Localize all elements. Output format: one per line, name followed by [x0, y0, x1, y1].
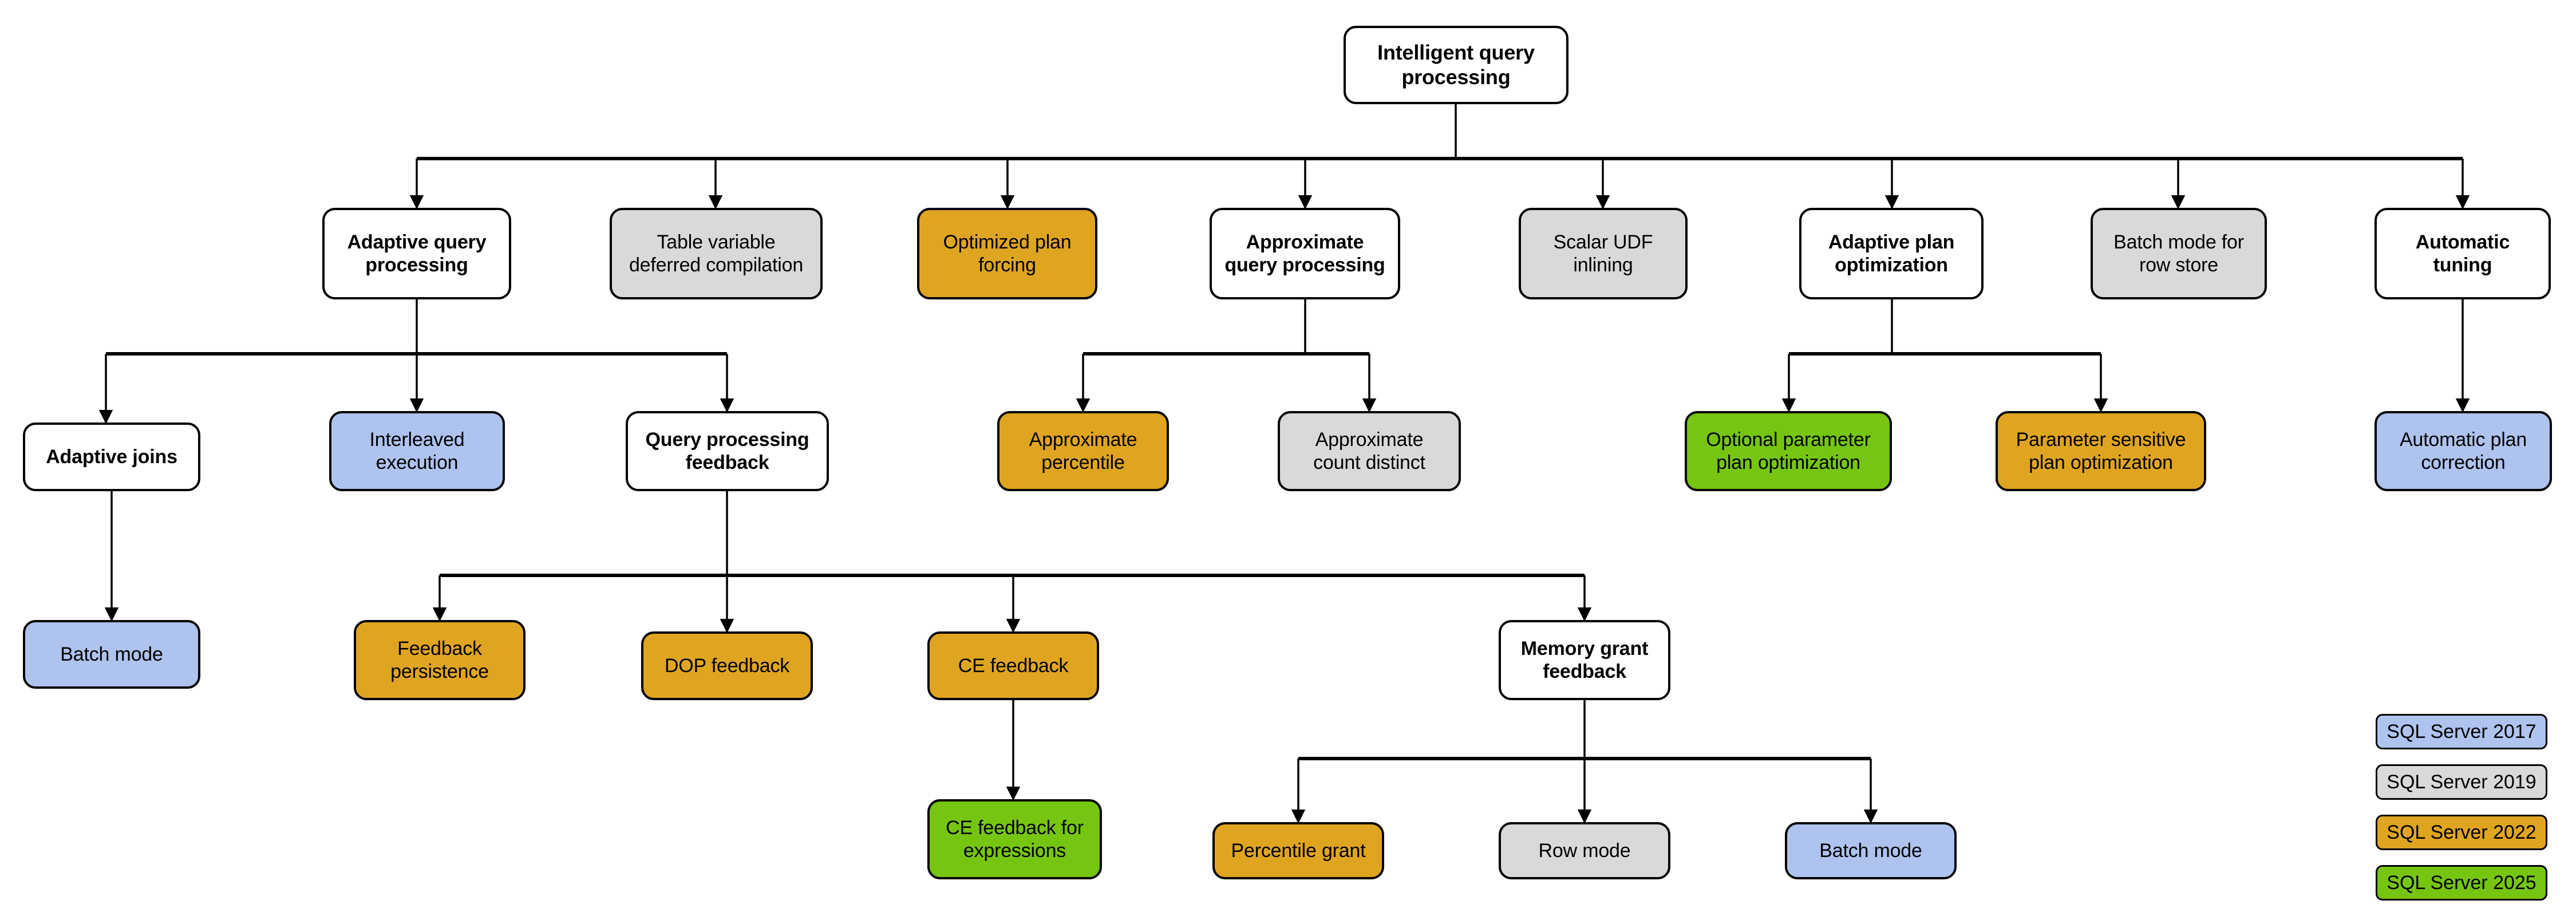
node-label-line1: Adaptive plan — [1828, 231, 1955, 253]
node-label: Adaptive joins — [46, 445, 177, 468]
node-label-line2: persistence — [390, 661, 489, 682]
node-label-line1: Parameter sensitive — [2016, 428, 2186, 451]
node-batch-mode-2[interactable]: Batch mode — [1785, 822, 1957, 879]
node-label: Percentile grant — [1231, 839, 1366, 862]
node-label-line1: Memory grant — [1520, 637, 1649, 660]
node-label: DOP feedback — [664, 654, 790, 677]
legend-label: SQL Server 2017 — [2387, 720, 2537, 743]
node-label-line2: processing — [365, 254, 468, 276]
node-label: Row mode — [1538, 839, 1631, 862]
node-label-line1: Scalar UDF — [1553, 231, 1653, 253]
node-label-line2: feedback — [685, 452, 769, 473]
node-label-line1: Automatic plan — [2399, 428, 2527, 451]
node-label: Batch mode — [60, 643, 163, 665]
legend-label: SQL Server 2025 — [2387, 871, 2537, 894]
node-label-line1: Approximate — [1246, 231, 1364, 253]
legend-sql-server-2017[interactable]: SQL Server 2017 — [2376, 714, 2547, 749]
node-label-line2: feedback — [1543, 661, 1626, 682]
node-label-line2: tuning — [2433, 254, 2492, 276]
node-label-line2: percentile — [1041, 452, 1125, 473]
node-label-line1: Optional parameter — [1706, 428, 1871, 451]
node-label-line2: plan optimization — [2029, 452, 2173, 473]
legend-sql-server-2025[interactable]: SQL Server 2025 — [2376, 865, 2547, 901]
node-label-line1: Optimized plan — [943, 231, 1072, 253]
node-label: CE feedback — [958, 654, 1069, 677]
node-label: Batch mode — [1819, 839, 1922, 862]
node-label-line2: row store — [2139, 254, 2218, 276]
node-batch-mode[interactable]: Batch mode — [23, 620, 200, 689]
node-dop-feedback[interactable]: DOP feedback — [641, 631, 813, 700]
node-label-line1: Table variable — [657, 231, 776, 253]
legend: SQL Server 2017 SQL Server 2019 SQL Serv… — [2376, 714, 2547, 915]
legend-sql-server-2019[interactable]: SQL Server 2019 — [2376, 764, 2547, 800]
node-label-line1: Query processing — [645, 428, 809, 451]
node-label-line2: plan optimization — [1716, 452, 1860, 473]
node-label-line2: deferred compilation — [629, 254, 804, 276]
node-label-line2: correction — [2421, 452, 2506, 473]
legend-label: SQL Server 2022 — [2387, 821, 2537, 843]
node-label-line1: Automatic — [2415, 231, 2510, 253]
node-row-mode[interactable]: Row mode — [1499, 822, 1670, 879]
legend-label: SQL Server 2019 — [2387, 771, 2537, 793]
node-label-line2: execution — [376, 452, 459, 473]
node-adaptive-joins[interactable]: Adaptive joins — [23, 423, 200, 491]
node-percentile-grant[interactable]: Percentile grant — [1212, 822, 1384, 879]
node-label-line2: query processing — [1224, 254, 1385, 276]
node-label-line1: Adaptive query — [347, 231, 487, 253]
node-label-line2: processing — [1401, 65, 1511, 89]
node-label-line1: Feedback — [397, 637, 482, 660]
node-ce-feedback[interactable]: CE feedback — [927, 631, 1099, 700]
node-label-line1: Approximate — [1029, 428, 1137, 451]
node-label-line1: Interleaved — [369, 428, 465, 451]
legend-sql-server-2022[interactable]: SQL Server 2022 — [2376, 815, 2547, 850]
node-label-line2: forcing — [978, 254, 1036, 276]
node-label-line2: expressions — [963, 840, 1066, 862]
node-label-line2: optimization — [1835, 254, 1948, 276]
node-label-line1: Approximate — [1315, 428, 1424, 451]
node-label-line1: CE feedback for — [946, 816, 1084, 839]
node-label-line1: Intelligent query — [1377, 41, 1535, 65]
node-label-line2: count distinct — [1313, 452, 1425, 473]
node-label-line2: inlining — [1573, 254, 1633, 276]
node-label-line1: Batch mode for — [2113, 231, 2244, 253]
